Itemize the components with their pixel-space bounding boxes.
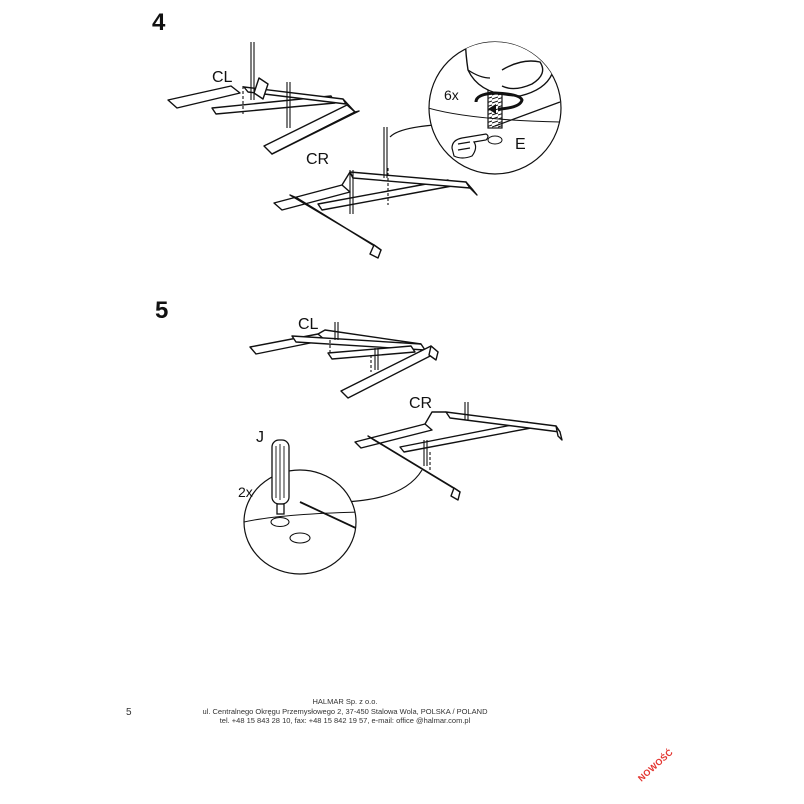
footer-address: ul. Centralnego Okręgu Przemysłowego 2, …: [202, 706, 488, 716]
quantity-label: 2x: [238, 484, 253, 500]
frame-cr-bolts: [349, 127, 389, 214]
part-label-cr: CR: [409, 395, 432, 412]
step-5: 5 CL: [155, 297, 563, 575]
step-number: 5: [155, 297, 168, 324]
bolt-detail-view: [428, 41, 562, 175]
detail-leader-line: [341, 469, 423, 503]
cap-j-icon: [271, 439, 290, 515]
part-label-cl: CL: [212, 69, 233, 86]
footer-company: HALMAR Sp. z o.o.: [312, 697, 378, 706]
quantity-label: 6x: [444, 87, 459, 103]
frame-cl-bolts: [242, 42, 291, 128]
frame-cl-drawing: [167, 77, 360, 155]
cap-detail-view: [243, 439, 357, 575]
company-footer: HALMAR Sp. z o.o. ul. Centralnego Okręgu…: [180, 697, 510, 726]
frame-cr-bolts: [423, 402, 469, 470]
frame-cl-drawing: [249, 329, 439, 399]
part-label-e: E: [515, 136, 526, 153]
part-label-cr: CR: [306, 151, 329, 168]
frame-cl-bolts: [329, 322, 379, 372]
footer-contact: tel. +48 15 843 28 10, fax: +48 15 842 1…: [219, 716, 471, 725]
pointing-hand-icon: [451, 133, 489, 159]
part-label-cl: CL: [298, 316, 319, 333]
frame-cr-drawing: [354, 411, 563, 501]
page-number: 5: [126, 707, 132, 718]
part-label-j: J: [256, 429, 264, 446]
step-number: 4: [152, 9, 166, 36]
frame-cr-drawing: [273, 171, 478, 259]
step-4: 4 CL: [152, 9, 562, 259]
